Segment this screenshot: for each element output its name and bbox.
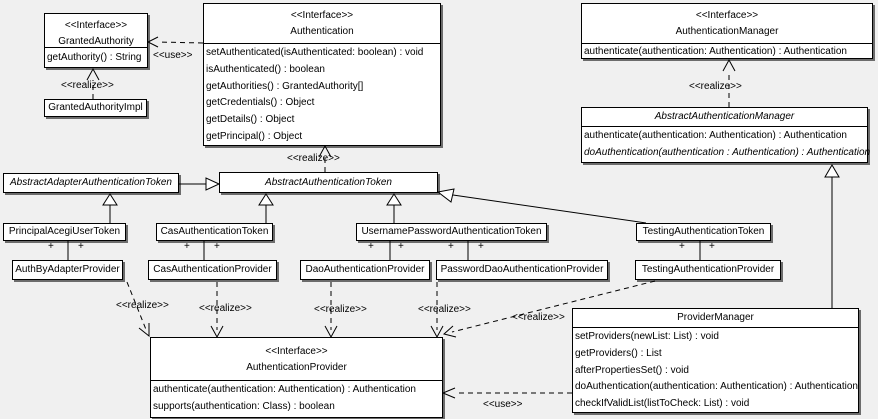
method-row: authenticate(authentication: Authenticat… (584, 130, 847, 141)
realize-label: <<realize>> (512, 312, 565, 323)
class-name: GrantedAuthority (58, 36, 134, 47)
stereotype-label: <<Interface>> (64, 20, 128, 31)
class-box-granted-authority: <<Interface>> GrantedAuthority getAuthor… (44, 13, 148, 68)
class-box-abstract-authentication-token: AbstractAuthenticationToken (219, 172, 438, 193)
multiplicity-plus: + (448, 241, 454, 252)
multiplicity-plus: + (184, 241, 190, 252)
generalization-principal-token (102, 193, 118, 223)
generalization-cas-token (258, 193, 274, 223)
realize-label: <<realize>> (199, 303, 252, 314)
multiplicity-plus: + (48, 241, 54, 252)
use-authentication-grantedauthority (146, 36, 204, 48)
class-name: DaoAuthenticationProvider (305, 264, 425, 275)
stereotype-label: <<Interface>> (290, 10, 354, 21)
method-row: afterPropertiesSet() : void (575, 364, 689, 376)
realize-label: <<realize>> (287, 153, 340, 164)
class-name: AbstractAuthenticationManager (654, 111, 795, 122)
generalization-adapter-token-to-abstract-token (179, 177, 221, 191)
method-row: authenticate(authentication: Authenticat… (584, 46, 847, 57)
method-row: checkIfValidList(listToCheck: List) : vo… (575, 398, 750, 410)
class-box-auth-by-adapter-provider: AuthByAdapterProvider (12, 260, 123, 280)
generalization-testing-token (436, 188, 647, 224)
stereotype-label: <<Interface>> (695, 10, 759, 21)
class-box-testing-authentication-provider: TestingAuthenticationProvider (635, 260, 781, 280)
method-row: doAuthentication(authentication : Authen… (584, 146, 871, 158)
class-name: Authentication (290, 26, 354, 37)
class-name: CasAuthenticationToken (160, 226, 269, 237)
class-box-granted-authority-impl: GrantedAuthorityImpl (44, 99, 147, 117)
method-row: getAuthority() : String (47, 52, 142, 63)
class-name: AbstractAuthenticationToken (265, 176, 392, 188)
method-row: getProviders() : List (575, 347, 662, 359)
multiplicity-plus: + (398, 241, 404, 252)
method-row: getPrincipal() : Object (206, 130, 303, 142)
class-name: TestingAuthenticationProvider (641, 264, 775, 275)
use-label: <<use>> (483, 399, 523, 410)
method-row: setProviders(newList: List) : void (575, 331, 719, 342)
multiplicity-plus: + (709, 241, 715, 252)
realize-label: <<realize>> (116, 300, 169, 311)
use-providermanager-authenticationprovider (441, 387, 572, 399)
class-box-testing-authentication-token: TestingAuthenticationToken (636, 223, 771, 241)
class-box-principal-acegi-user-token: PrincipalAcegiUserToken (3, 223, 126, 241)
realize-label: <<realize>> (314, 304, 367, 315)
realize-label: <<realize>> (61, 80, 114, 91)
class-box-provider-manager: ProviderManager setProviders(newList: Li… (572, 308, 859, 413)
class-name: ProviderManager (677, 312, 754, 323)
class-name: AbstractAdapterAuthenticationToken (10, 177, 172, 188)
class-name: AuthenticationProvider (246, 362, 347, 373)
class-name: PrincipalAcegiUserToken (8, 226, 121, 237)
generalization-provider-manager (824, 164, 840, 308)
method-row: setAuthenticated(isAuthenticated: boolea… (206, 47, 424, 58)
realize-label: <<realize>> (689, 81, 742, 92)
class-box-cas-authentication-token: CasAuthenticationToken (156, 223, 273, 241)
multiplicity-plus: + (368, 241, 374, 252)
method-row: getDetails() : Object (206, 114, 295, 126)
class-name: CasAuthenticationProvider (153, 264, 272, 275)
method-row: isAuthenticated() : boolean (206, 63, 325, 75)
class-name: TestingAuthenticationToken (642, 226, 765, 237)
generalization-username-password-token (386, 193, 402, 223)
class-box-abstract-authentication-manager: AbstractAuthenticationManager authentica… (581, 107, 871, 163)
class-name: AuthenticationManager (675, 26, 779, 37)
class-name: AuthByAdapterProvider (15, 264, 120, 275)
class-box-dao-authentication-provider: DaoAuthenticationProvider (300, 260, 430, 280)
method-row: authenticate(authentication: Authenticat… (153, 384, 416, 395)
method-row: supports(authentication: Class) : boolea… (153, 400, 335, 412)
realize-label: <<realize>> (418, 304, 471, 315)
class-box-cas-authentication-provider: CasAuthenticationProvider (148, 260, 277, 280)
method-row: getCredentials() : Object (206, 97, 315, 109)
class-box-authentication: <<Interface>> Authentication setAuthenti… (203, 3, 441, 146)
method-row: getAuthorities() : GrantedAuthority[] (206, 80, 364, 92)
class-box-authentication-provider: <<Interface>> AuthenticationProvider aut… (150, 337, 443, 418)
multiplicity-plus: + (679, 241, 685, 252)
class-box-password-dao-authentication-provider: PasswordDaoAuthenticationProvider (436, 260, 608, 280)
class-name: UsernamePasswordAuthenticationToken (361, 226, 542, 237)
class-name: PasswordDaoAuthenticationProvider (440, 264, 604, 275)
multiplicity-plus: + (478, 241, 484, 252)
class-box-username-password-authentication-token: UsernamePasswordAuthenticationToken (356, 223, 547, 241)
multiplicity-plus: + (214, 241, 220, 252)
multiplicity-plus: + (78, 241, 84, 252)
class-name: GrantedAuthorityImpl (48, 102, 143, 113)
class-box-authentication-manager: <<Interface>> AuthenticationManager auth… (581, 3, 873, 59)
method-row: doAuthentication(authentication: Authent… (575, 381, 858, 393)
class-box-abstract-adapter-authentication-token: AbstractAdapterAuthenticationToken (3, 173, 179, 193)
stereotype-label: <<Interface>> (265, 346, 328, 357)
use-label: <<use>> (153, 50, 193, 61)
